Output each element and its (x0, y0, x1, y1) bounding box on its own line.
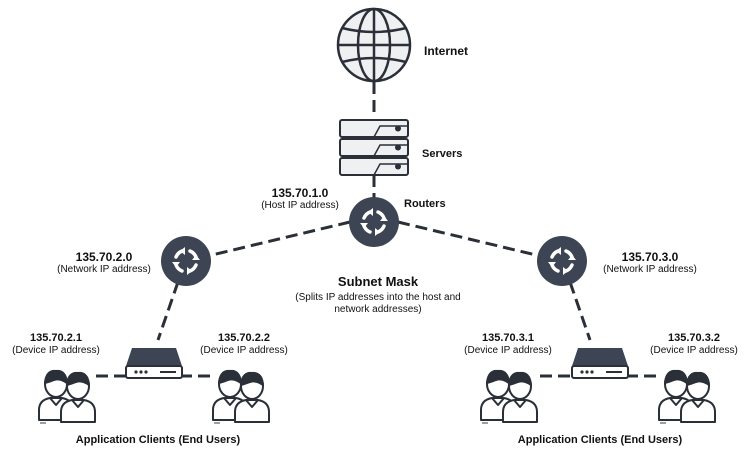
subnet-mask-desc-line2: network addresses) (334, 303, 422, 315)
router-icon (535, 234, 589, 288)
right-network-ip-caption: (Network IP address) (603, 264, 697, 276)
switch-icon (571, 347, 629, 379)
host-ip-block: 135.70.1.0 (Host IP address) (261, 186, 339, 212)
device-ip-caption: (Device IP address) (12, 345, 100, 357)
users-icon (481, 371, 537, 423)
users-icon (39, 371, 95, 423)
link-left-router-switch (156, 281, 180, 341)
globe-icon (336, 7, 412, 83)
host-ip-caption: (Host IP address) (261, 200, 339, 212)
left-network-ip-block: 135.70.2.0 (Network IP address) (57, 250, 151, 276)
server-stack-icon (339, 119, 409, 176)
device-ip: 135.70.2.2 (217, 332, 270, 344)
device-ip-block: 135.70.3.2 (Device IP address) (650, 332, 738, 357)
device-ip-caption: (Device IP address) (464, 345, 552, 357)
link-router-left-router (211, 220, 351, 257)
device-ip: 135.70.2.1 (29, 332, 82, 344)
subnet-mask-title: Subnet Mask (337, 274, 419, 289)
right-network-ip: 135.70.3.0 (621, 250, 679, 264)
device-ip-caption: (Device IP address) (200, 345, 288, 357)
users-icon (213, 371, 269, 423)
host-ip: 135.70.1.0 (271, 186, 329, 200)
device-ip-block: 135.70.3.1 (Device IP address) (464, 332, 552, 357)
routers-label: Routers (404, 198, 446, 210)
clients-left-label: Application Clients (End Users) (75, 434, 241, 446)
connection-lines (96, 82, 658, 378)
device-ip-block: 135.70.2.1 (Device IP address) (12, 332, 100, 357)
subnet-mask-block: Subnet Mask (Splits IP addresses into th… (295, 274, 460, 316)
link-router-right-router (397, 220, 537, 257)
servers-label: Servers (422, 148, 463, 160)
router-icon (159, 234, 213, 288)
router-icon (347, 195, 401, 249)
subnet-mask-desc-line1: (Splits IP addresses into the host and (295, 291, 461, 303)
device-ip-block: 135.70.2.2 (Device IP address) (200, 332, 288, 357)
switch-icon (125, 347, 183, 379)
clients-right-label: Application Clients (End Users) (517, 434, 683, 446)
internet-label: Internet (424, 44, 469, 58)
device-ip-caption: (Device IP address) (650, 345, 738, 357)
device-ip: 135.70.3.1 (481, 332, 534, 344)
link-right-router-switch (568, 281, 592, 341)
left-network-ip: 135.70.2.0 (75, 250, 133, 264)
device-ip: 135.70.3.2 (667, 332, 720, 344)
right-network-ip-block: 135.70.3.0 (Network IP address) (603, 250, 697, 276)
users-icon (659, 371, 715, 423)
left-network-ip-caption: (Network IP address) (57, 264, 151, 276)
